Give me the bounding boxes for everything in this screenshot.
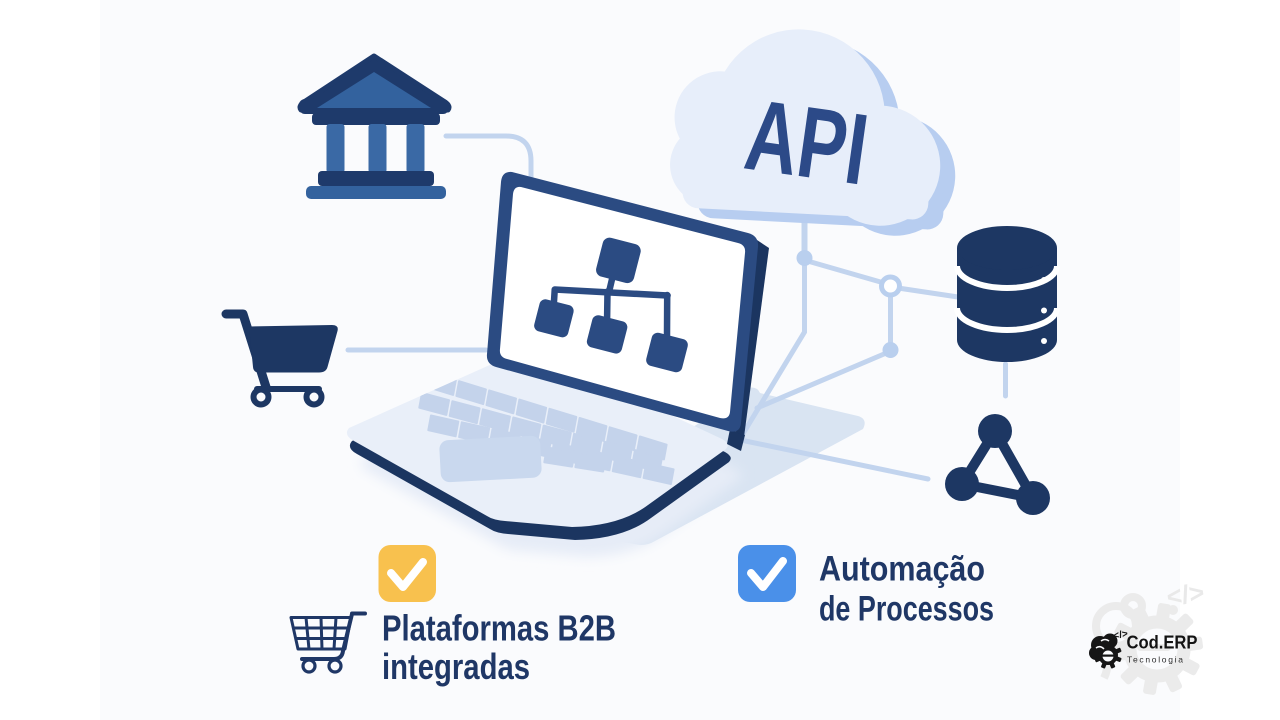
svg-text:de Processos: de Processos [819, 590, 994, 629]
svg-text:Cod.ERP: Cod.ERP [1127, 633, 1198, 653]
svg-text:Plataformas B2B: Plataformas B2B [382, 608, 616, 649]
svg-text:Automação: Automação [819, 550, 985, 589]
svg-text:</>: </> [1165, 577, 1206, 612]
svg-text:</>: </> [1113, 629, 1129, 642]
svg-text:integradas: integradas [382, 646, 530, 687]
svg-text:API: API [739, 79, 874, 207]
svg-text:Tecnologia: Tecnologia [1127, 655, 1183, 665]
